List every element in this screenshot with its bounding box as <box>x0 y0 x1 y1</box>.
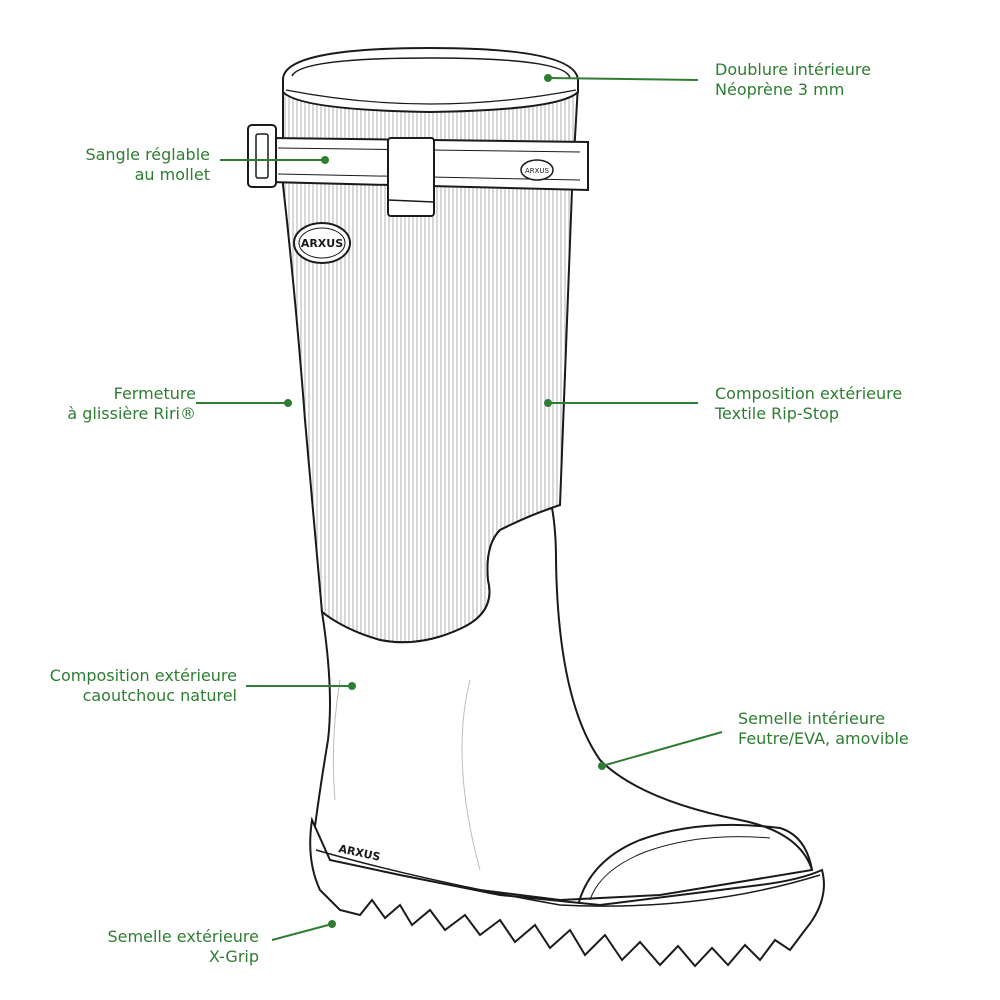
callout-rubber-line2: caoutchouc naturel <box>82 686 237 705</box>
callout-lining: Doublure intérieure Néoprène 3 mm <box>715 60 871 100</box>
callout-outsole-line1: Semelle extérieure <box>107 927 259 946</box>
outsole <box>309 816 825 968</box>
callout-lining-line2: Néoprène 3 mm <box>715 80 845 99</box>
leader-outsole <box>271 923 333 941</box>
toe-cap <box>577 823 813 906</box>
callout-textile: Composition extérieure Textile Rip-Stop <box>715 384 902 424</box>
callout-outsole-line2: X-Grip <box>208 947 259 966</box>
leader-lines <box>196 74 723 941</box>
callout-zipper: Fermeture à glissière Riri® <box>67 384 196 424</box>
leader-insole <box>601 731 723 767</box>
callout-zipper-line2: à glissière Riri® <box>67 404 196 423</box>
leader-lining <box>547 77 699 81</box>
callout-strap: Sangle réglable au mollet <box>85 145 210 185</box>
strap-logo-text: ARXUS <box>525 167 550 175</box>
callout-insole-line1: Semelle intérieure <box>738 709 886 728</box>
callout-strap-line2: au mollet <box>134 165 210 184</box>
callout-textile-line2: Textile Rip-Stop <box>715 404 840 423</box>
strap-buckle <box>247 124 277 188</box>
strap-logo-badge <box>520 159 554 181</box>
callout-outsole: Semelle extérieure X-Grip <box>108 927 259 967</box>
callout-zipper-line1: Fermeture <box>113 384 196 403</box>
callout-insole: Semelle intérieure Feutre/EVA, amovible <box>738 709 909 749</box>
strap-keeper <box>387 137 435 217</box>
callout-lining-line1: Doublure intérieure <box>715 60 871 79</box>
callout-rubber: Composition extérieure caoutchouc nature… <box>50 666 237 706</box>
callout-insole-line2: Feutre/EVA, amovible <box>738 729 909 748</box>
callout-strap-line1: Sangle réglable <box>85 145 210 164</box>
shaft-logo-text: ARXUS <box>301 237 343 250</box>
callout-rubber-line1: Composition extérieure <box>49 666 237 685</box>
callout-textile-line1: Composition extérieure <box>715 384 903 403</box>
shaft-logo-badge <box>293 222 351 264</box>
collar-opening <box>281 46 579 114</box>
